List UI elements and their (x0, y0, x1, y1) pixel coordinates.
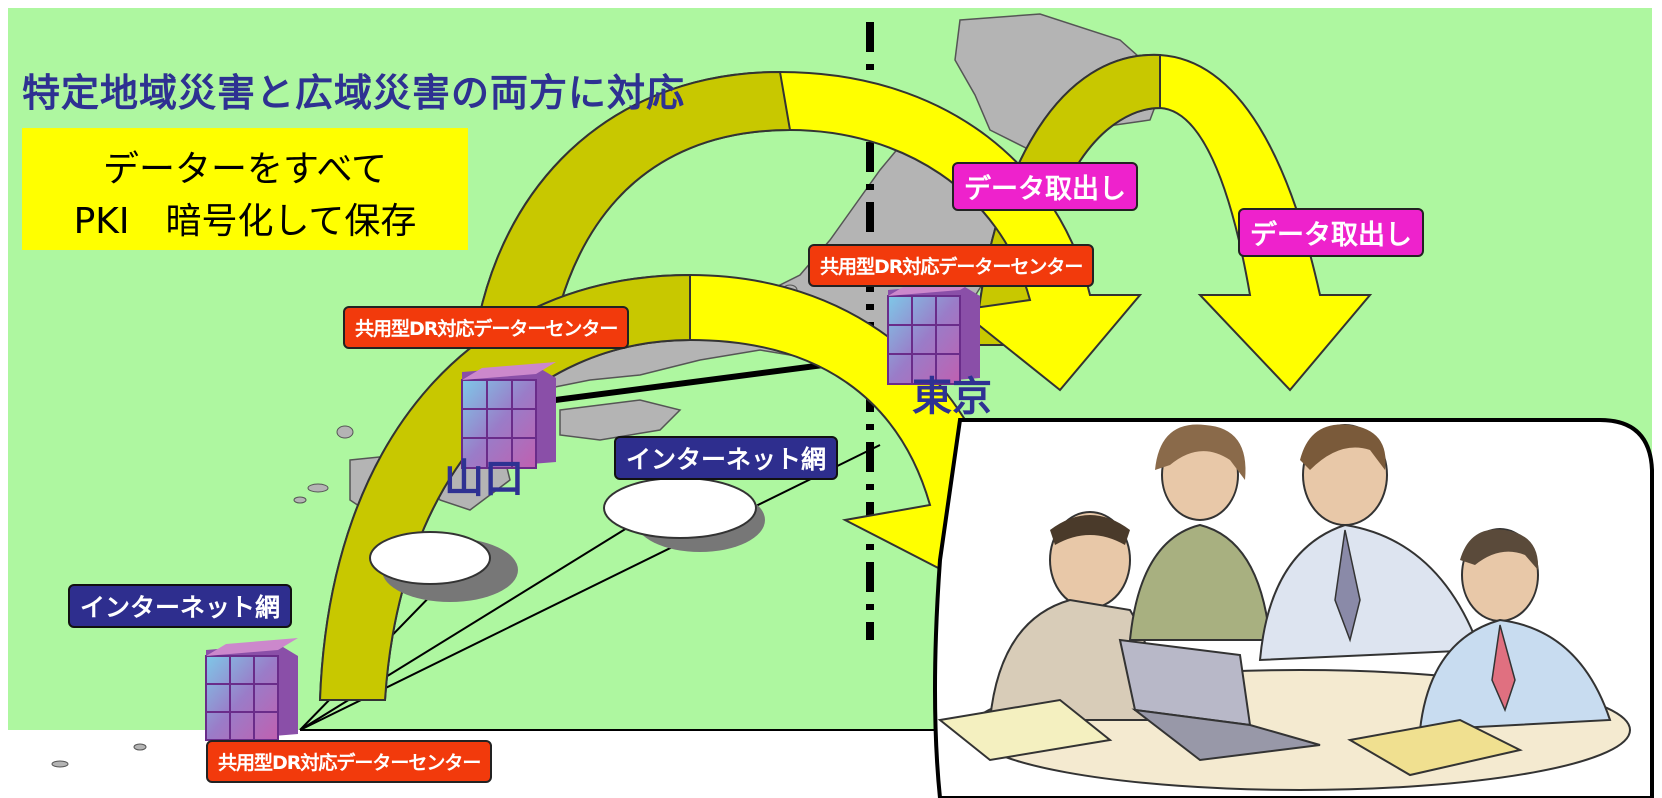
dc-label-middle: 共用型DR対応データーセンター (343, 306, 630, 349)
people-meeting-illustration (933, 418, 1654, 798)
dc-label-bottom: 共用型DR対応データーセンター (206, 740, 493, 783)
page-title: 特定地域災害と広域災害の両方に対応 (22, 71, 686, 115)
encryption-info-box: データーをすべて PKI 暗号化して保存 (22, 128, 468, 250)
retrieval-label-right: データ取出し (1238, 208, 1424, 257)
city-tokyo: 東京 (912, 374, 992, 420)
server-cube-icon (205, 638, 298, 741)
retrieval-label-left: データ取出し (952, 162, 1138, 211)
islands (51, 284, 798, 768)
encryption-info-line2: PKI 暗号化して保存 (73, 201, 417, 242)
cloud-icon (369, 531, 518, 602)
internet-label-left: インターネット網 (68, 584, 293, 628)
dc-label-top: 共用型DR対応データーセンター (808, 244, 1095, 287)
encryption-info-line1: データーをすべて (102, 149, 388, 190)
laptop-icon (1118, 638, 1321, 762)
city-yamaguchi: 山口 (444, 456, 524, 502)
server-cube-icon (461, 362, 556, 469)
cloud-icon (603, 477, 765, 552)
internet-label-center: インターネット網 (614, 436, 839, 480)
